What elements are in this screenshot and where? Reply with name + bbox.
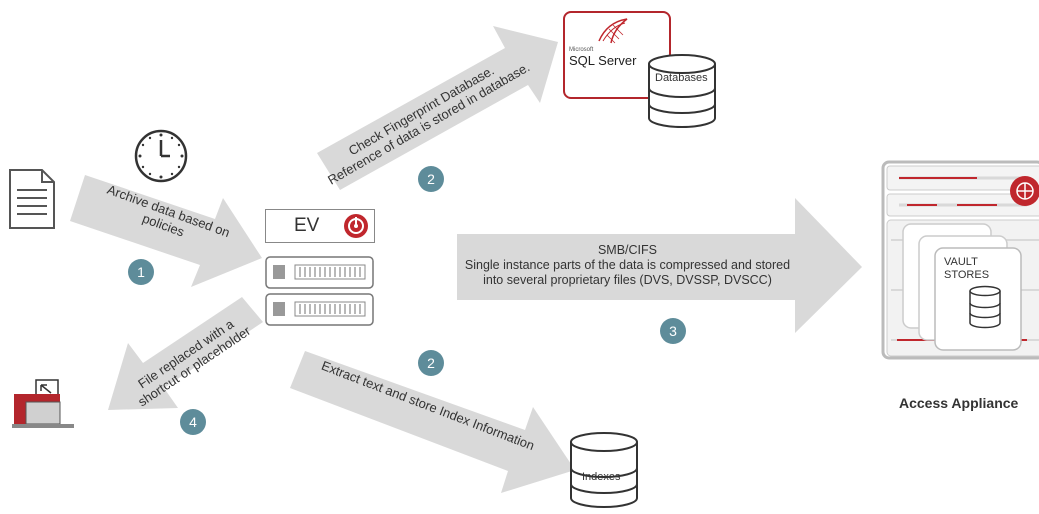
step-badge-2a: 2	[418, 166, 444, 192]
document-icon	[9, 169, 55, 229]
indexes-icon	[570, 432, 638, 508]
veritas-logo-icon	[344, 214, 368, 238]
access-appliance-label: Access Appliance	[899, 395, 1019, 411]
access-appliance	[881, 160, 1039, 360]
step-badge-4: 4	[180, 409, 206, 435]
smb-line3: into several proprietary files (DVS, DVS…	[483, 273, 772, 287]
sql-server-label: SQL Server	[569, 53, 637, 68]
ev-label: EV	[294, 215, 320, 236]
databases-label: Databases	[655, 72, 708, 84]
step-badge-2b: 2	[418, 350, 444, 376]
ev-header: EV	[265, 209, 375, 243]
sql-server-small-label: Microsoft	[569, 47, 594, 53]
shortcut-file-icon	[12, 379, 74, 428]
vault-stores-label: VAULT STORES	[944, 256, 989, 282]
indexes-label: Indexes	[582, 471, 621, 483]
extract-arrow	[290, 351, 575, 493]
smb-arrow	[457, 198, 862, 333]
ev-server: EV	[265, 209, 375, 326]
ev-server-unit-1	[265, 256, 374, 289]
vault-line2: STORES	[944, 269, 990, 281]
databases-icon	[648, 54, 716, 128]
step-badge-3: 3	[660, 318, 686, 344]
ev-server-unit-2	[265, 293, 374, 326]
smb-line1: SMB/CIFS	[597, 243, 658, 257]
fingerprint-arrow	[317, 26, 558, 190]
step-badge-1: 1	[128, 259, 154, 285]
archive-arrow	[70, 175, 262, 287]
vault-line1: VAULT	[944, 256, 978, 268]
sql-server-logo-icon	[598, 18, 628, 44]
smb-arrow-text: SMB/CIFS Single instance parts of the da…	[460, 243, 795, 288]
smb-line2: Single instance parts of the data is com…	[464, 258, 791, 272]
clock-icon	[134, 129, 188, 183]
replace-arrow	[108, 297, 263, 410]
